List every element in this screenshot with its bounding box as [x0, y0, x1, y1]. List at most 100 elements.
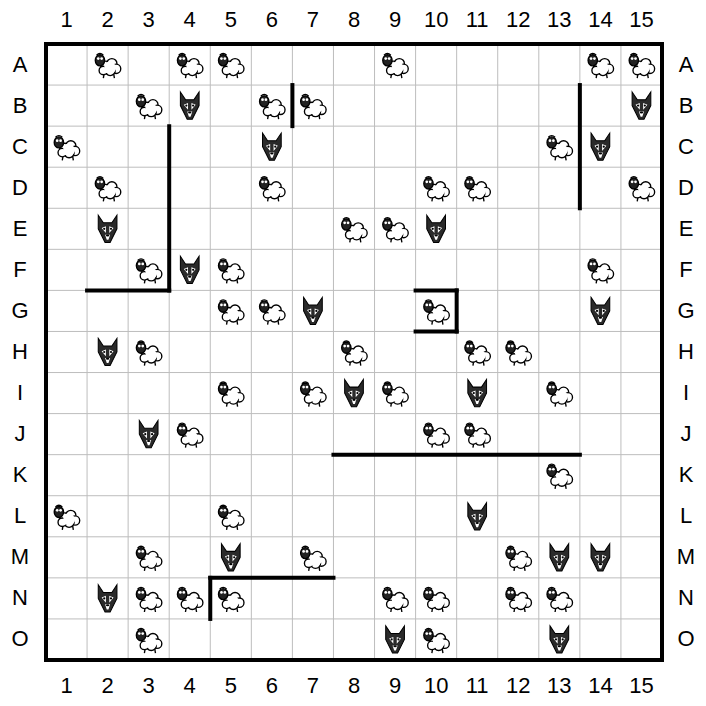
- sheep-icon: [177, 423, 203, 448]
- row-letter: K: [13, 464, 28, 486]
- sheep-icon: [424, 587, 450, 612]
- column-number: 13: [547, 675, 571, 697]
- sheep-icon: [424, 177, 450, 202]
- wolf-icon: [263, 133, 282, 160]
- wolf-icon: [180, 256, 199, 283]
- sheep-icon: [465, 177, 491, 202]
- wolf-icon: [427, 215, 446, 242]
- sheep-icon: [424, 423, 450, 448]
- sheep-icon: [383, 53, 409, 78]
- sheep-icon: [136, 341, 162, 366]
- column-number: 5: [225, 9, 237, 31]
- row-letter: K: [679, 464, 694, 486]
- row-letter: N: [678, 587, 694, 609]
- row-letter: L: [14, 505, 26, 527]
- column-number: 11: [466, 675, 489, 697]
- row-letter: I: [683, 382, 689, 404]
- sheep-icon: [136, 587, 162, 612]
- wolf-icon: [180, 92, 199, 119]
- sheep-icon: [383, 382, 409, 407]
- column-number: 1: [60, 675, 72, 697]
- wolf-icon: [591, 297, 610, 324]
- sheep-icon: [629, 177, 655, 202]
- wolf-icon: [345, 379, 364, 406]
- sheep-icon: [177, 53, 203, 78]
- sheep-icon: [218, 505, 244, 530]
- column-number: 13: [547, 9, 571, 31]
- column-number: 3: [143, 9, 155, 31]
- sheep-icon: [301, 546, 327, 571]
- column-number: 8: [348, 675, 360, 697]
- row-letter: A: [679, 54, 694, 76]
- sheep-icon: [465, 341, 491, 366]
- wolf-icon: [468, 379, 487, 406]
- sheep-icon: [506, 587, 532, 612]
- sheep-icon: [547, 587, 573, 612]
- column-number: 4: [184, 9, 196, 31]
- row-letter: D: [12, 177, 28, 199]
- wolf-icon: [550, 544, 569, 571]
- sheep-icon: [218, 53, 244, 78]
- sheep-icon: [136, 259, 162, 284]
- wolf-icon: [468, 503, 487, 530]
- row-letter: C: [12, 136, 28, 158]
- sheep-icon: [383, 218, 409, 243]
- sheep-icon: [465, 423, 491, 448]
- wolf-icon: [632, 92, 651, 119]
- column-number: 14: [588, 9, 612, 31]
- sheep-icon: [95, 53, 120, 78]
- column-number: 10: [424, 9, 448, 31]
- row-letter: D: [678, 177, 694, 199]
- sheep-icon: [301, 382, 327, 407]
- sheep-icon: [218, 300, 244, 325]
- sheep-icon: [260, 177, 286, 202]
- sheep-icon: [506, 546, 532, 571]
- row-letter: G: [11, 300, 28, 322]
- row-letter: C: [678, 136, 694, 158]
- sheep-icon: [547, 136, 573, 161]
- sheep-icon: [383, 587, 409, 612]
- wolf-icon: [591, 133, 610, 160]
- sheep-icon: [424, 300, 450, 325]
- sheep-icon: [54, 136, 79, 161]
- sheep-icon: [136, 95, 162, 120]
- column-number: 2: [101, 675, 113, 697]
- sheep-icon: [301, 95, 327, 120]
- row-letter: M: [677, 546, 695, 568]
- column-number: 7: [307, 9, 319, 31]
- row-letter: B: [13, 95, 28, 117]
- sheep-icon: [342, 341, 368, 366]
- column-number: 1: [60, 9, 72, 31]
- sheep-icon: [424, 628, 450, 653]
- sheep-icon: [629, 53, 655, 78]
- sheep-icon: [260, 95, 286, 120]
- row-letter: B: [679, 95, 694, 117]
- row-letter: N: [12, 587, 28, 609]
- sheep-icon: [260, 300, 286, 325]
- wolf-icon: [139, 421, 158, 448]
- row-letter: E: [679, 218, 694, 240]
- wolf-icon: [591, 544, 610, 571]
- sheep-icon: [95, 177, 120, 202]
- column-number: 3: [143, 675, 155, 697]
- row-letter: E: [13, 218, 28, 240]
- column-number: 2: [101, 9, 113, 31]
- wolf-icon: [386, 626, 405, 653]
- column-number: 12: [506, 9, 530, 31]
- row-letter: I: [17, 382, 23, 404]
- sheep-icon: [136, 628, 162, 653]
- column-number: 15: [629, 9, 653, 31]
- wolf-icon: [221, 544, 240, 571]
- column-number: 6: [266, 675, 278, 697]
- row-letter: F: [679, 259, 692, 281]
- column-number: 7: [307, 675, 319, 697]
- wolf-icon: [98, 338, 117, 365]
- row-letter: G: [677, 300, 694, 322]
- row-letter: H: [12, 341, 28, 363]
- wolf-icon: [550, 626, 569, 653]
- row-letter: A: [13, 54, 28, 76]
- row-letter: O: [677, 628, 694, 650]
- sheep-icon: [506, 341, 532, 366]
- row-letter: J: [15, 423, 26, 445]
